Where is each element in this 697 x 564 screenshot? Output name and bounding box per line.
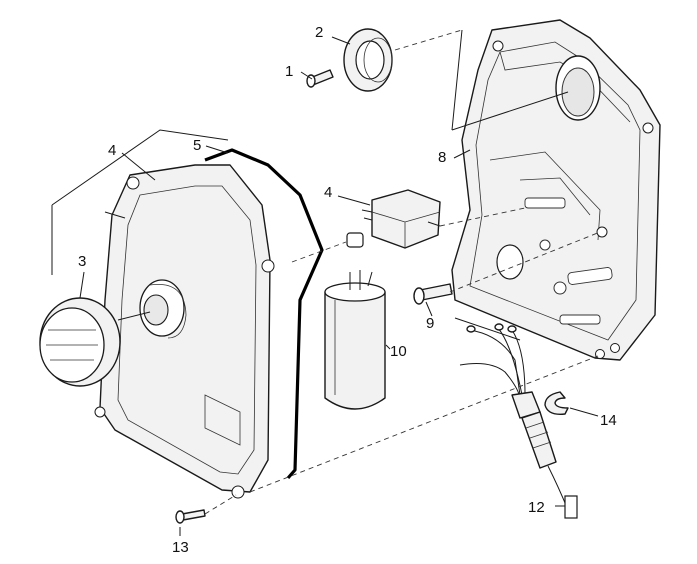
label-part-14: 14 xyxy=(600,412,617,429)
knob-part-3 xyxy=(39,297,151,387)
label-part-9: 9 xyxy=(426,315,434,332)
capacitor-part-10 xyxy=(324,270,386,410)
label-part-12: 12 xyxy=(528,499,545,516)
screw-part-13 xyxy=(175,509,206,524)
label-part-2: 2 xyxy=(315,24,323,41)
screw-part-9 xyxy=(413,283,453,305)
label-part-5: 5 xyxy=(193,137,201,154)
label-part-8: 8 xyxy=(438,149,446,166)
label-part-13: 13 xyxy=(172,539,189,556)
label-part-10: 10 xyxy=(390,343,407,360)
clip-part-14 xyxy=(544,391,569,415)
label-part-1: 1 xyxy=(285,63,293,80)
housing-back-cover xyxy=(451,19,661,361)
screw-part-1 xyxy=(306,69,334,88)
leader-lines xyxy=(51,29,601,536)
cable-assembly-part-12 xyxy=(459,323,578,519)
label-part-3: 3 xyxy=(78,253,86,270)
gasket-part-5 xyxy=(204,148,324,480)
grommet-part-2 xyxy=(343,28,393,92)
label-part-4-front-cover: 4 xyxy=(108,142,116,159)
switch-part-4 xyxy=(346,189,441,249)
front-cover-part-4 xyxy=(94,164,275,499)
label-part-4-switch: 4 xyxy=(324,184,332,201)
